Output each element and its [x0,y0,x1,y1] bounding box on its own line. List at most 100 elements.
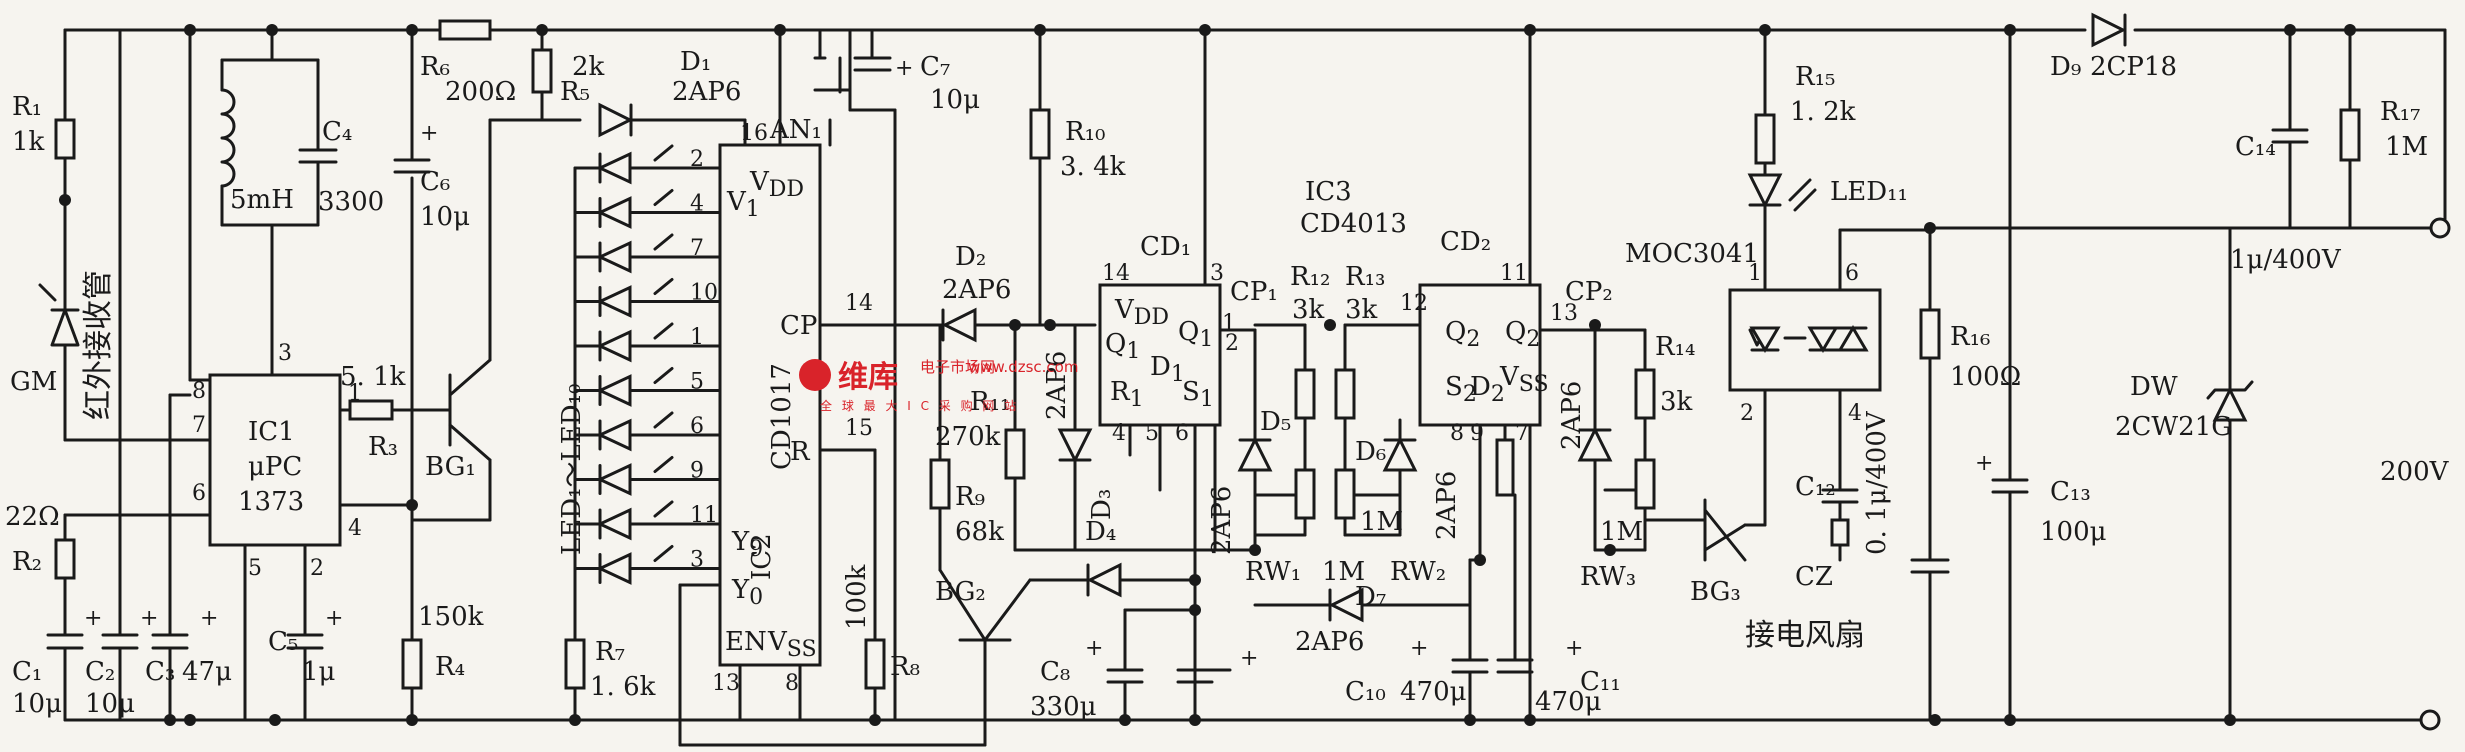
c13-name: C₁₃ [2050,477,2091,507]
r10-resistor [1029,28,1051,327]
d5v-value: 2AP6 [1207,486,1237,555]
c3-capacitor: + [151,28,218,722]
svg-text:+: + [1975,451,1993,476]
c1-value: 10μ [12,689,62,719]
r10-value: 3. 4k [1060,152,1126,182]
c6-name: C₆ [420,167,450,197]
l1-value: 5mH [230,185,294,215]
l1-inductor [220,28,320,312]
ic1-line2: μPC [248,452,302,482]
c12-capacitor [1821,478,1859,562]
d8v-value: 2AP6 [1557,381,1587,450]
c4-name: C₄ [322,117,352,147]
ic2-led-pin-9: 9 [690,459,704,484]
rw2-potentiometer [1334,468,1402,537]
r6-value: 200Ω [445,77,516,107]
cd1-pin-1: 1 [1222,311,1236,336]
d6-diode [1382,418,1418,497]
r13-name: R₁₃ [1345,262,1385,292]
ic2-vdd: VDD [749,167,804,202]
moc-name: MOC3041 [1625,239,1759,269]
ic2-v1: V1 [726,187,760,222]
cd1-r1: R1 [1110,377,1144,412]
leds-name: LED₁～LED₁₀ [557,384,587,555]
d6-name: D₆ [1355,437,1386,467]
svg-text:+: + [325,606,343,631]
r16-name: R₁₆ [1950,322,1990,352]
c13-value: 100μ [2040,517,2107,547]
c2-capacitor: + [101,28,158,722]
rw1-value: 1M [1322,557,1365,587]
r13-resistor [1334,323,1422,472]
led-2 [596,196,632,229]
bg1-name: BG₁ [425,452,476,482]
ic2-pin-15: 15 [845,416,873,441]
c13-capacitor: + [1975,28,2029,722]
ic2-y0: Y0 [731,575,763,610]
gm-label: 红外接收管 [81,270,116,420]
c3-value: 47μ [182,657,232,687]
r1-name: R₁ [12,92,42,122]
d4-diode [1086,562,1197,598]
r16-resistor [1910,226,2437,722]
moc-pin-2: 2 [1740,401,1754,426]
ic3-part: CD4013 [1300,209,1407,239]
rw1-name: RW₁ [1245,557,1301,587]
d9-diode [2091,12,2127,48]
c8-value: 330μ [1030,692,1097,722]
c1-name: C₁ [12,657,42,687]
ic2-led-pin-11: 11 [690,503,718,528]
ic1-chip [208,308,414,722]
r6-resistor [438,19,492,41]
led11-name: LED₁₁ [1830,177,1908,207]
ic1-pin-7: 7 [192,413,206,438]
cd1-pin-4: 4 [1112,421,1126,446]
cd1-q1: Q1 [1105,329,1140,364]
r2-resistor [54,513,212,637]
bg3-transistor [1643,388,1767,562]
c14-capacitor [2271,28,2309,230]
r6-name: R₆ [420,52,450,82]
cz-label: 接电风扇 [1745,618,1865,653]
cd2-pin-7: 7 [1515,421,1529,446]
watermark-cn: 电子市场网 [920,358,995,376]
d9-value: 2CP18 [2090,52,2177,82]
an1-name: AN₁ [769,115,822,145]
r14-name: R₁₄ [1655,332,1695,362]
cd2-pin-13: 13 [1550,301,1578,326]
watermark: 维库 电子市场网 www.dzsc.com 全 球 最 大 I C 采 购 网 … [799,358,1078,413]
r4-name: R₄ [435,652,465,682]
r14-resistor [1593,328,1656,462]
ic2-led-pin-2: 2 [690,147,704,172]
svg-text:+: + [1410,636,1428,661]
ic2-led-pin-7: 7 [690,236,704,261]
led-3 [596,240,632,274]
r17-value: 1M [2385,132,2428,162]
c10-capacitor: + [1410,558,1489,722]
svg-text:+: + [895,56,913,81]
svg-text:+: + [1085,636,1103,661]
c9-capacitor: + [1176,646,1258,684]
ic2-pin-16: 16 [740,121,768,146]
r9-value: 68k [955,517,1004,547]
r4-resistor [401,176,423,722]
cd1-name: CD₁ [1140,232,1191,262]
c1-capacitor: + [46,606,102,722]
r7-value: 1. 6k [590,672,656,702]
ic1-name: IC1 [248,417,295,447]
supply-voltage: 200V [2380,457,2450,487]
svg-text:+: + [1565,636,1583,661]
ic1-line3: 1373 [238,487,304,517]
led11-led [1747,173,1817,292]
led-7 [596,418,632,452]
r10-name: R₁₀ [1065,117,1105,147]
d7-name: D₇ [1355,582,1386,612]
ic2-pin-14: 14 [845,291,873,316]
watermark-tag: 全 球 最 大 I C 采 购 网 站 [820,398,1019,413]
d1-diode [598,102,747,147]
cd1-pin-2: 2 [1225,331,1239,356]
cd1-pin-14: 14 [1102,261,1130,286]
ic3-name: IC3 [1305,177,1352,207]
